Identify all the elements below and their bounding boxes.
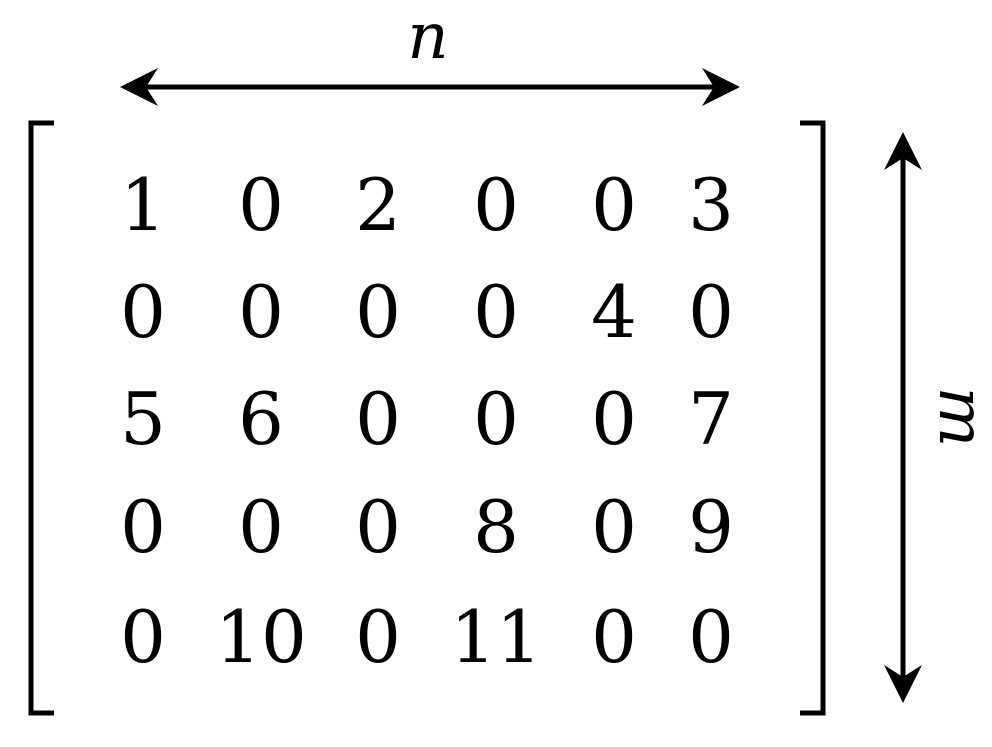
matrix-cell-r5-c3: 0 <box>355 595 401 679</box>
matrix-cell-r3-c3: 0 <box>355 377 401 461</box>
matrix-cell-r2-c6: 0 <box>688 270 734 354</box>
matrix-cell-r3-c2: 6 <box>238 377 284 461</box>
matrix-cell-r3-c4: 0 <box>473 377 519 461</box>
column-count-label: n <box>407 0 448 74</box>
matrix-cell-r5-c2: 10 <box>215 595 307 679</box>
matrix-cell-r1-c2: 0 <box>238 163 284 247</box>
matrix-cell-r4-c6: 9 <box>688 485 734 569</box>
matrix-cell-r3-c5: 0 <box>591 377 637 461</box>
matrix-cell-r5-c1: 0 <box>120 595 166 679</box>
matrix-cell-r5-c6: 0 <box>688 595 734 679</box>
matrix-cell-r5-c4: 11 <box>450 595 542 679</box>
matrix-cell-r3-c1: 5 <box>120 377 166 461</box>
matrix-cell-r2-c3: 0 <box>355 270 401 354</box>
matrix-cell-r2-c1: 0 <box>120 270 166 354</box>
matrix-cell-r1-c4: 0 <box>473 163 519 247</box>
right-bracket <box>800 120 826 716</box>
matrix-cell-r4-c3: 0 <box>355 485 401 569</box>
matrix-cell-r2-c5: 4 <box>591 270 637 354</box>
matrix-cell-r4-c4: 8 <box>473 485 519 569</box>
matrix-cell-r3-c6: 7 <box>688 377 734 461</box>
matrix-cell-r4-c1: 0 <box>120 485 166 569</box>
matrix-cell-r5-c5: 0 <box>591 595 637 679</box>
matrix-cell-r2-c2: 0 <box>238 270 284 354</box>
left-bracket <box>28 120 54 716</box>
matrix-cell-r4-c5: 0 <box>591 485 637 569</box>
matrix-cell-r2-c4: 0 <box>473 270 519 354</box>
row-dimension-arrow <box>884 132 922 703</box>
matrix-cell-r1-c3: 2 <box>355 163 401 247</box>
matrix-cell-r1-c1: 1 <box>120 163 166 247</box>
row-count-label: m <box>924 387 992 448</box>
column-dimension-arrow <box>120 68 740 106</box>
matrix-cell-r1-c5: 0 <box>591 163 637 247</box>
matrix-cell-r4-c2: 0 <box>238 485 284 569</box>
matrix-cell-r1-c6: 3 <box>688 163 734 247</box>
